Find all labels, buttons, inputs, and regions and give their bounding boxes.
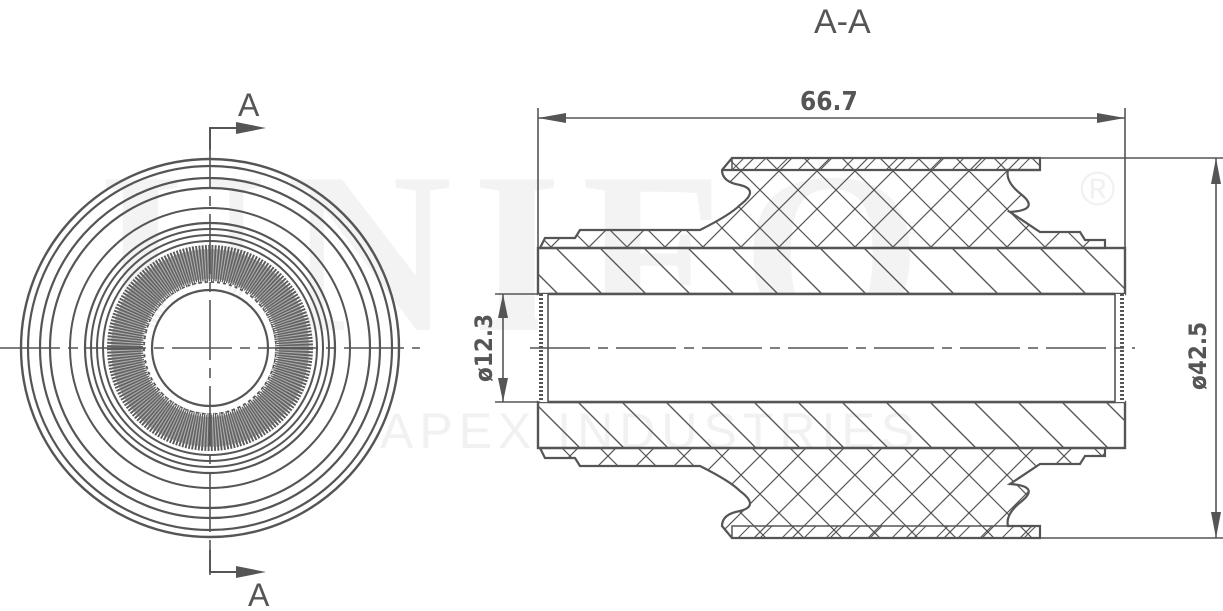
- dimension-outer-diameter: ø42.5: [1040, 157, 1223, 539]
- dimension-inner-diameter-value: ø12.3: [470, 314, 498, 382]
- dimension-length: 66.7: [537, 87, 1126, 250]
- dimension-outer-diameter-value: ø42.5: [1184, 322, 1212, 390]
- section-view: [530, 156, 1135, 540]
- front-view: [0, 128, 420, 575]
- section-marker-bottom: A: [209, 550, 270, 611]
- section-title: A-A: [814, 3, 871, 41]
- dimension-inner-diameter: ø12.3: [470, 293, 540, 403]
- section-marker-top: A: [209, 87, 266, 150]
- dimension-length-value: 66.7: [800, 87, 858, 117]
- section-marker-bottom-label: A: [248, 577, 270, 611]
- section-marker-top-label: A: [238, 87, 260, 123]
- watermark-registered: ®: [1080, 163, 1115, 216]
